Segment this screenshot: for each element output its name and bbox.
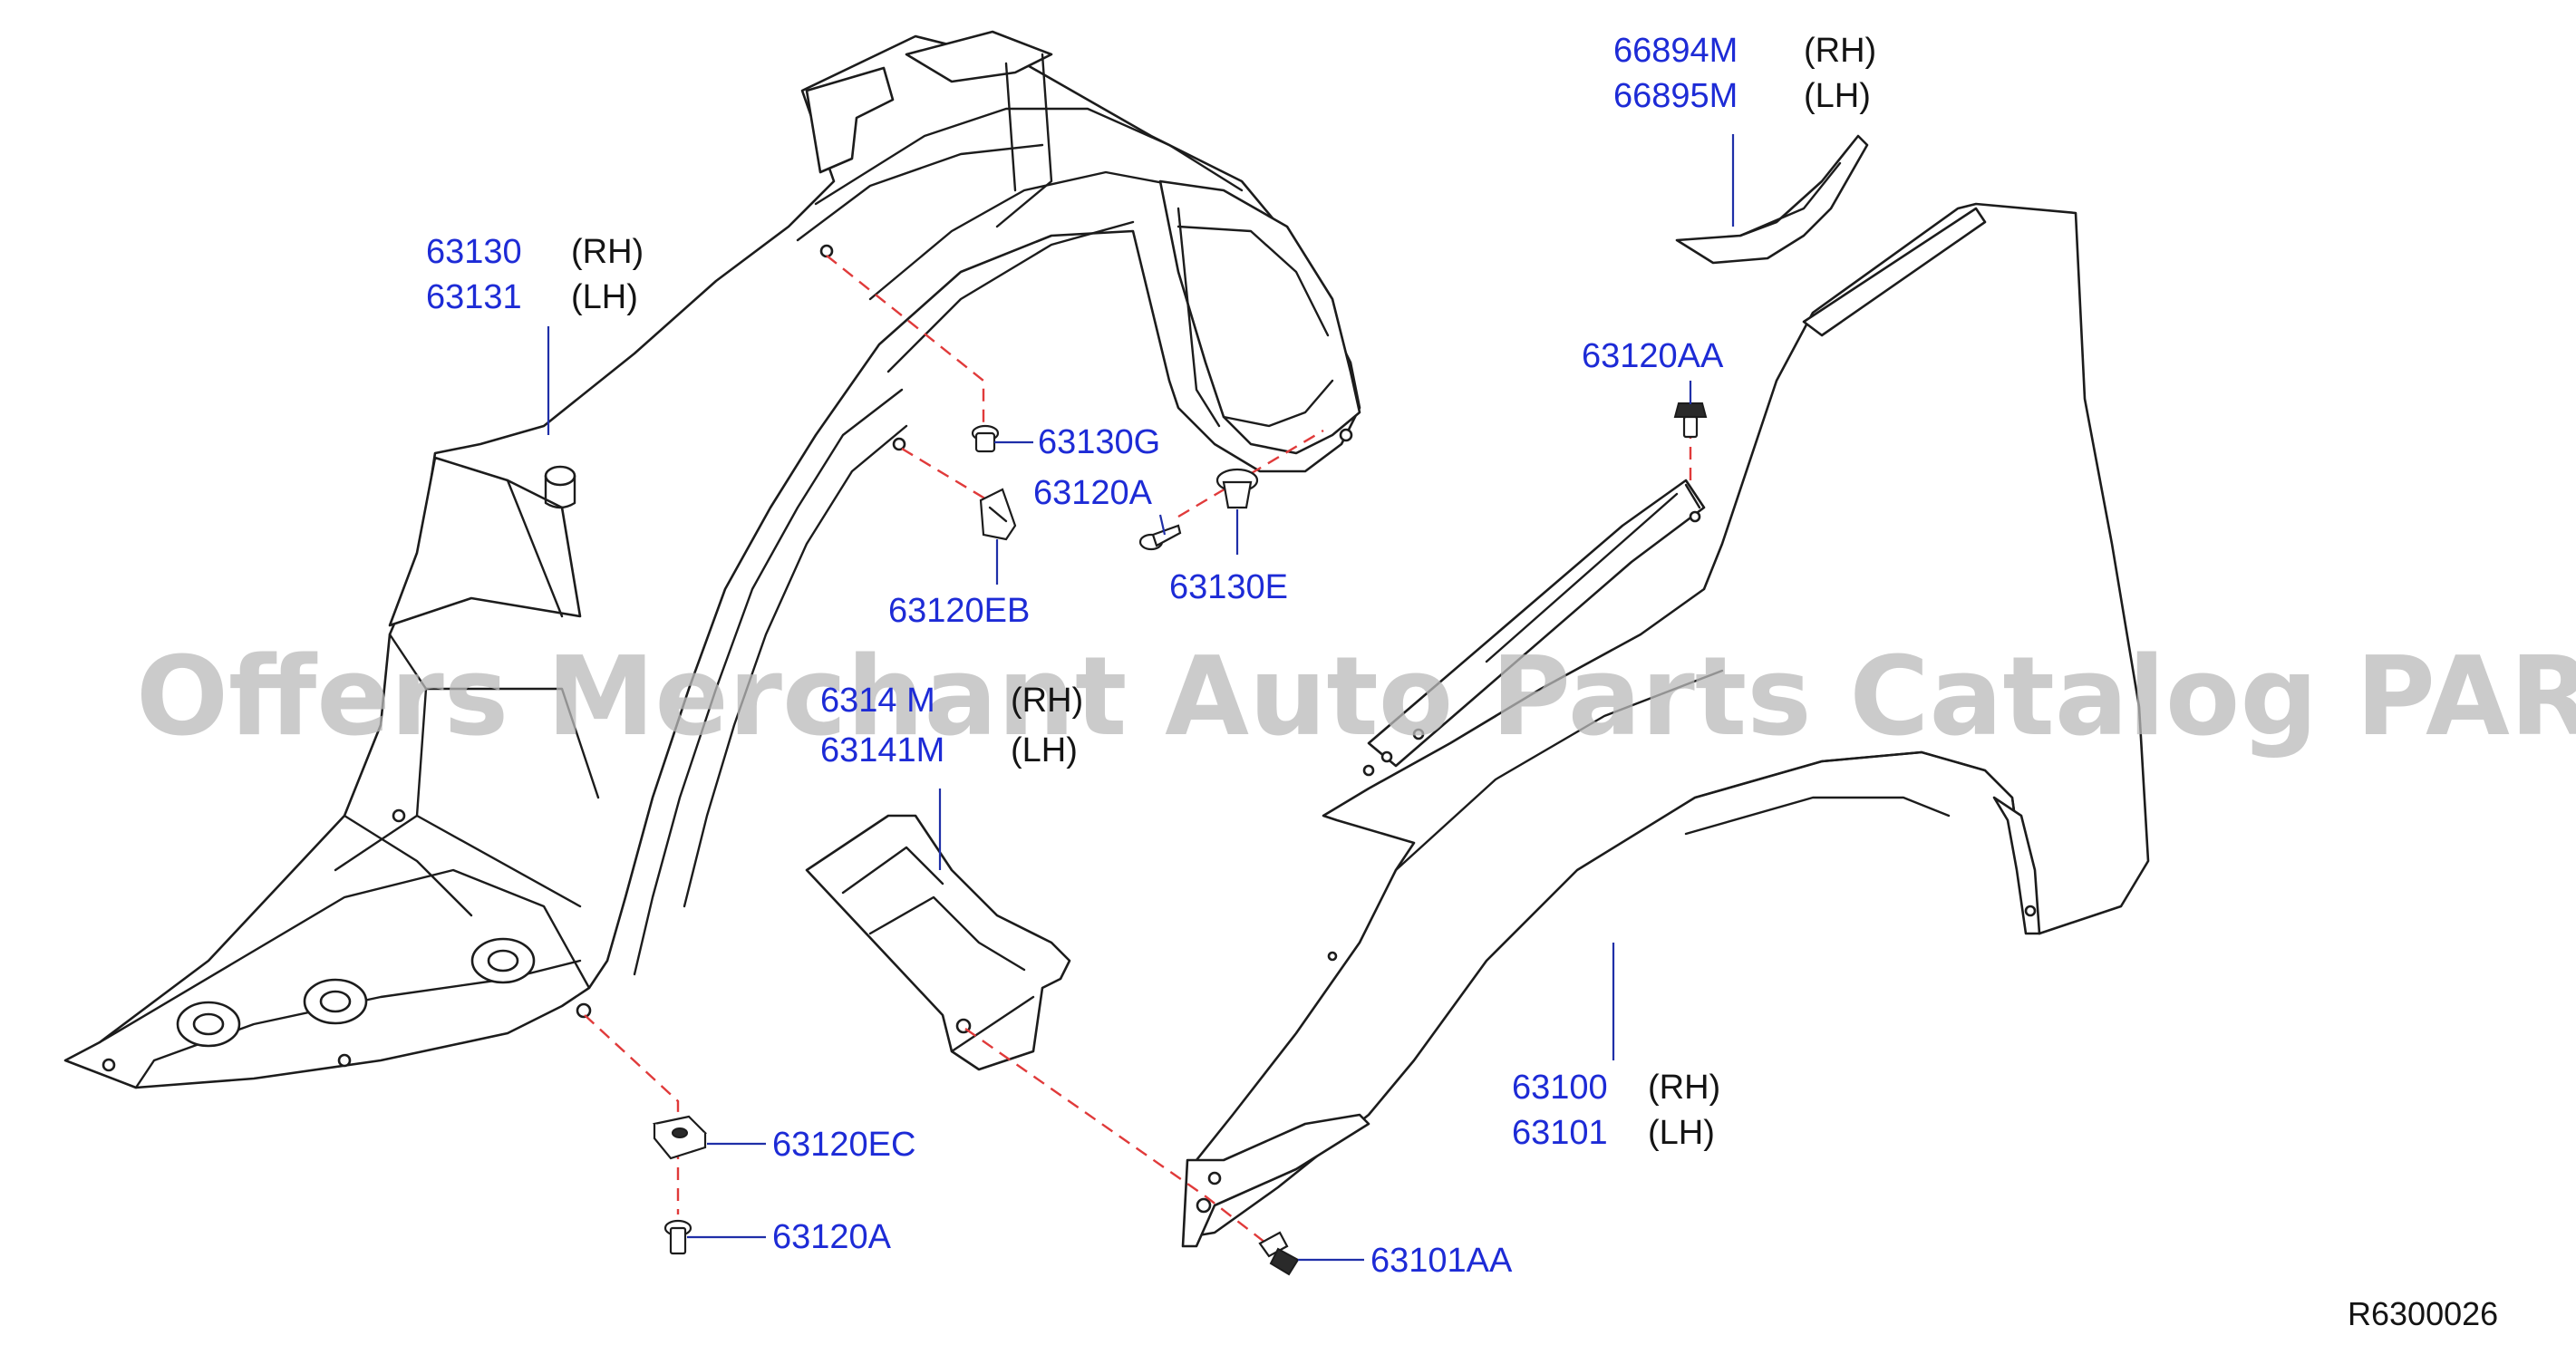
part-number-63120aa[interactable]: 63120AA <box>1582 337 1724 375</box>
part-number-63120a-upper[interactable]: 63120A <box>1033 474 1153 512</box>
side-rh: (RH) <box>1648 1069 1720 1107</box>
side-rh: (RH) <box>1804 32 1876 70</box>
side-lh: (LH) <box>1648 1114 1715 1152</box>
callout-molding[interactable]: 66894M (RH) 66895M (LH) <box>1613 32 1876 115</box>
part-number-63130g[interactable]: 63130G <box>1038 423 1160 461</box>
clip-63130e-icon <box>1215 468 1259 509</box>
part-number-63120a-lower[interactable]: 63120A <box>772 1218 892 1256</box>
part-number-63101aa[interactable]: 63101AA <box>1370 1242 1513 1280</box>
part-number-rh[interactable]: 63130 <box>426 233 522 271</box>
fender-cover <box>805 814 1071 1071</box>
fasteners <box>653 402 1708 1276</box>
callout-protector[interactable]: 63130 (RH) 63131 (LH) <box>426 233 644 316</box>
part-number-rh[interactable]: 66894M <box>1613 32 1738 70</box>
part-number-63120eb[interactable]: 63120EB <box>888 592 1030 630</box>
part-number-lh[interactable]: 63141M <box>820 731 944 769</box>
bolt-63120aa-icon <box>1673 402 1708 439</box>
callout-fender[interactable]: 63100 (RH) 63101 (LH) <box>1512 1069 1720 1152</box>
side-rh: (RH) <box>571 233 644 271</box>
part-number-rh[interactable]: 6314 M <box>820 682 935 720</box>
side-lh: (LH) <box>571 278 638 316</box>
nut-63120ec-icon <box>653 1115 708 1160</box>
fender-protector <box>63 30 1361 1089</box>
part-number-lh[interactable]: 66895M <box>1613 77 1738 115</box>
clip-63120eb-icon <box>979 488 1017 541</box>
screw-63120a-upper-icon <box>1138 524 1182 551</box>
diagram-reference: R6300026 <box>2348 1295 2498 1332</box>
fender-molding <box>1675 134 1869 265</box>
leader-lines <box>547 134 1735 1262</box>
side-lh: (LH) <box>1011 731 1078 769</box>
callout-cover[interactable]: 6314 M (RH) 63141M (LH) <box>820 682 1083 769</box>
clip-63130g-icon <box>971 424 1000 453</box>
part-number-63130e[interactable]: 63130E <box>1169 568 1288 606</box>
screw-63120a-lower-icon <box>663 1219 692 1255</box>
part-number-lh[interactable]: 63131 <box>426 278 522 316</box>
front-fender <box>1181 202 2150 1248</box>
part-number-lh[interactable]: 63101 <box>1512 1114 1608 1152</box>
part-number-rh[interactable]: 63100 <box>1512 1069 1608 1107</box>
bolt-63101aa-icon <box>1258 1231 1300 1276</box>
watermark: Offers Merchant Auto Parts Catalog PARTS… <box>136 634 2576 760</box>
part-number-63120ec[interactable]: 63120EC <box>772 1126 915 1164</box>
side-rh: (RH) <box>1011 682 1083 720</box>
side-lh: (LH) <box>1804 77 1871 115</box>
